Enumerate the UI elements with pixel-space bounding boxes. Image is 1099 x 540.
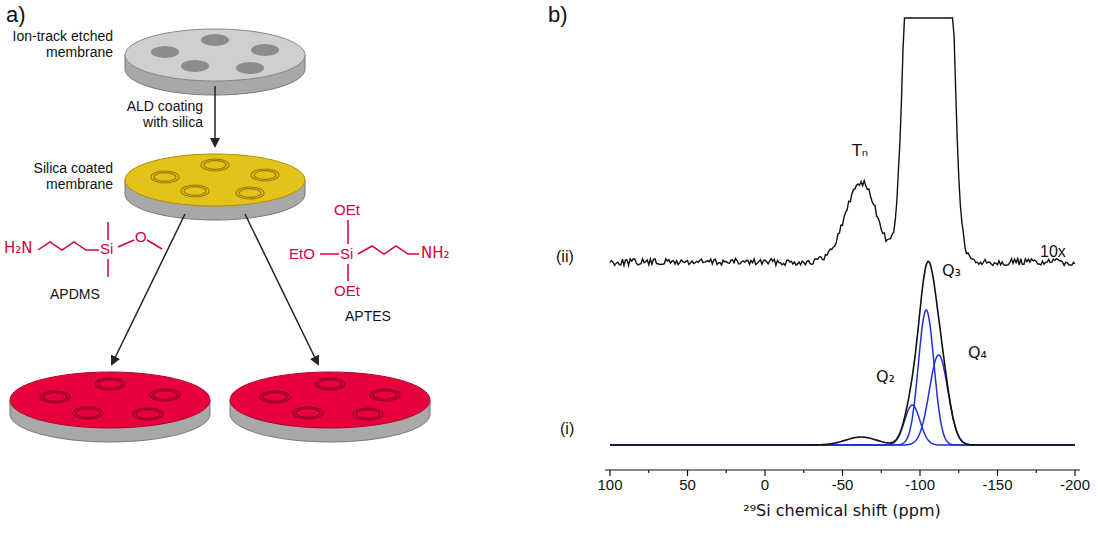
axis-tick — [609, 470, 610, 476]
axis-tick — [726, 470, 727, 473]
trace-label: (i) — [560, 420, 574, 438]
tick-label: 0 — [761, 476, 769, 493]
etched-membrane — [125, 29, 305, 95]
step-label: ALD coating with silica — [108, 98, 203, 130]
tick-label: 100 — [597, 476, 622, 493]
functionalized-membrane — [230, 372, 430, 442]
tick-label: -50 — [832, 476, 854, 493]
process-arrow — [214, 86, 216, 146]
aptes-structure — [320, 220, 419, 281]
panel-letter: b) — [548, 2, 568, 27]
axis-tick — [919, 470, 920, 476]
atom-label: Si — [100, 240, 113, 257]
axis-tick — [997, 470, 998, 476]
silica-membrane — [125, 154, 305, 220]
peak-label: Q₂ — [876, 368, 895, 386]
functionalized-membrane — [10, 372, 210, 442]
spectrum-trace — [610, 262, 1075, 446]
tick-label: -200 — [1060, 476, 1090, 493]
axis-tick — [648, 470, 649, 473]
fit-component — [610, 405, 1075, 445]
compound-name: APDMS — [50, 286, 100, 302]
compound-name: APTES — [345, 308, 391, 324]
axis-tick — [764, 470, 765, 476]
axis-tick — [958, 470, 959, 473]
axis-tick — [1036, 470, 1037, 473]
process-arrow — [112, 214, 185, 364]
axis-tick — [842, 470, 843, 476]
atom-label: NH₂ — [421, 245, 450, 262]
axis-tick — [803, 470, 804, 473]
apdms-structure — [38, 222, 162, 277]
axis-tick — [1074, 470, 1075, 476]
peak-label: Q₄ — [968, 344, 987, 362]
trace-label: (ii) — [556, 248, 574, 266]
scale-label: 10x — [1040, 243, 1066, 261]
axis-tick — [881, 470, 882, 473]
atom-label: OEt — [334, 201, 360, 218]
step-label: Silica coated membrane — [8, 160, 113, 192]
panel-letter: a) — [6, 2, 26, 27]
tick-label: -150 — [982, 476, 1012, 493]
axis-tick — [687, 470, 688, 476]
peak-label: Tₙ — [852, 142, 868, 160]
tick-label: 50 — [679, 476, 696, 493]
fit-component — [610, 310, 1075, 445]
atom-label: OEt — [334, 282, 360, 299]
axis-title: ²⁹Si chemical shift (ppm) — [743, 502, 940, 520]
spectrum-trace-zoom — [610, 18, 1075, 266]
atom-label: O — [135, 228, 147, 245]
atom-label: H₂N — [4, 240, 33, 257]
process-arrow — [245, 214, 318, 364]
atom-label: EtO — [289, 245, 315, 262]
fit-component — [610, 355, 1075, 445]
atom-label: Si — [340, 245, 353, 262]
peak-label: Q₃ — [942, 262, 961, 280]
tick-label: -100 — [905, 476, 935, 493]
step-label: Ion-track etched membrane — [8, 28, 113, 60]
